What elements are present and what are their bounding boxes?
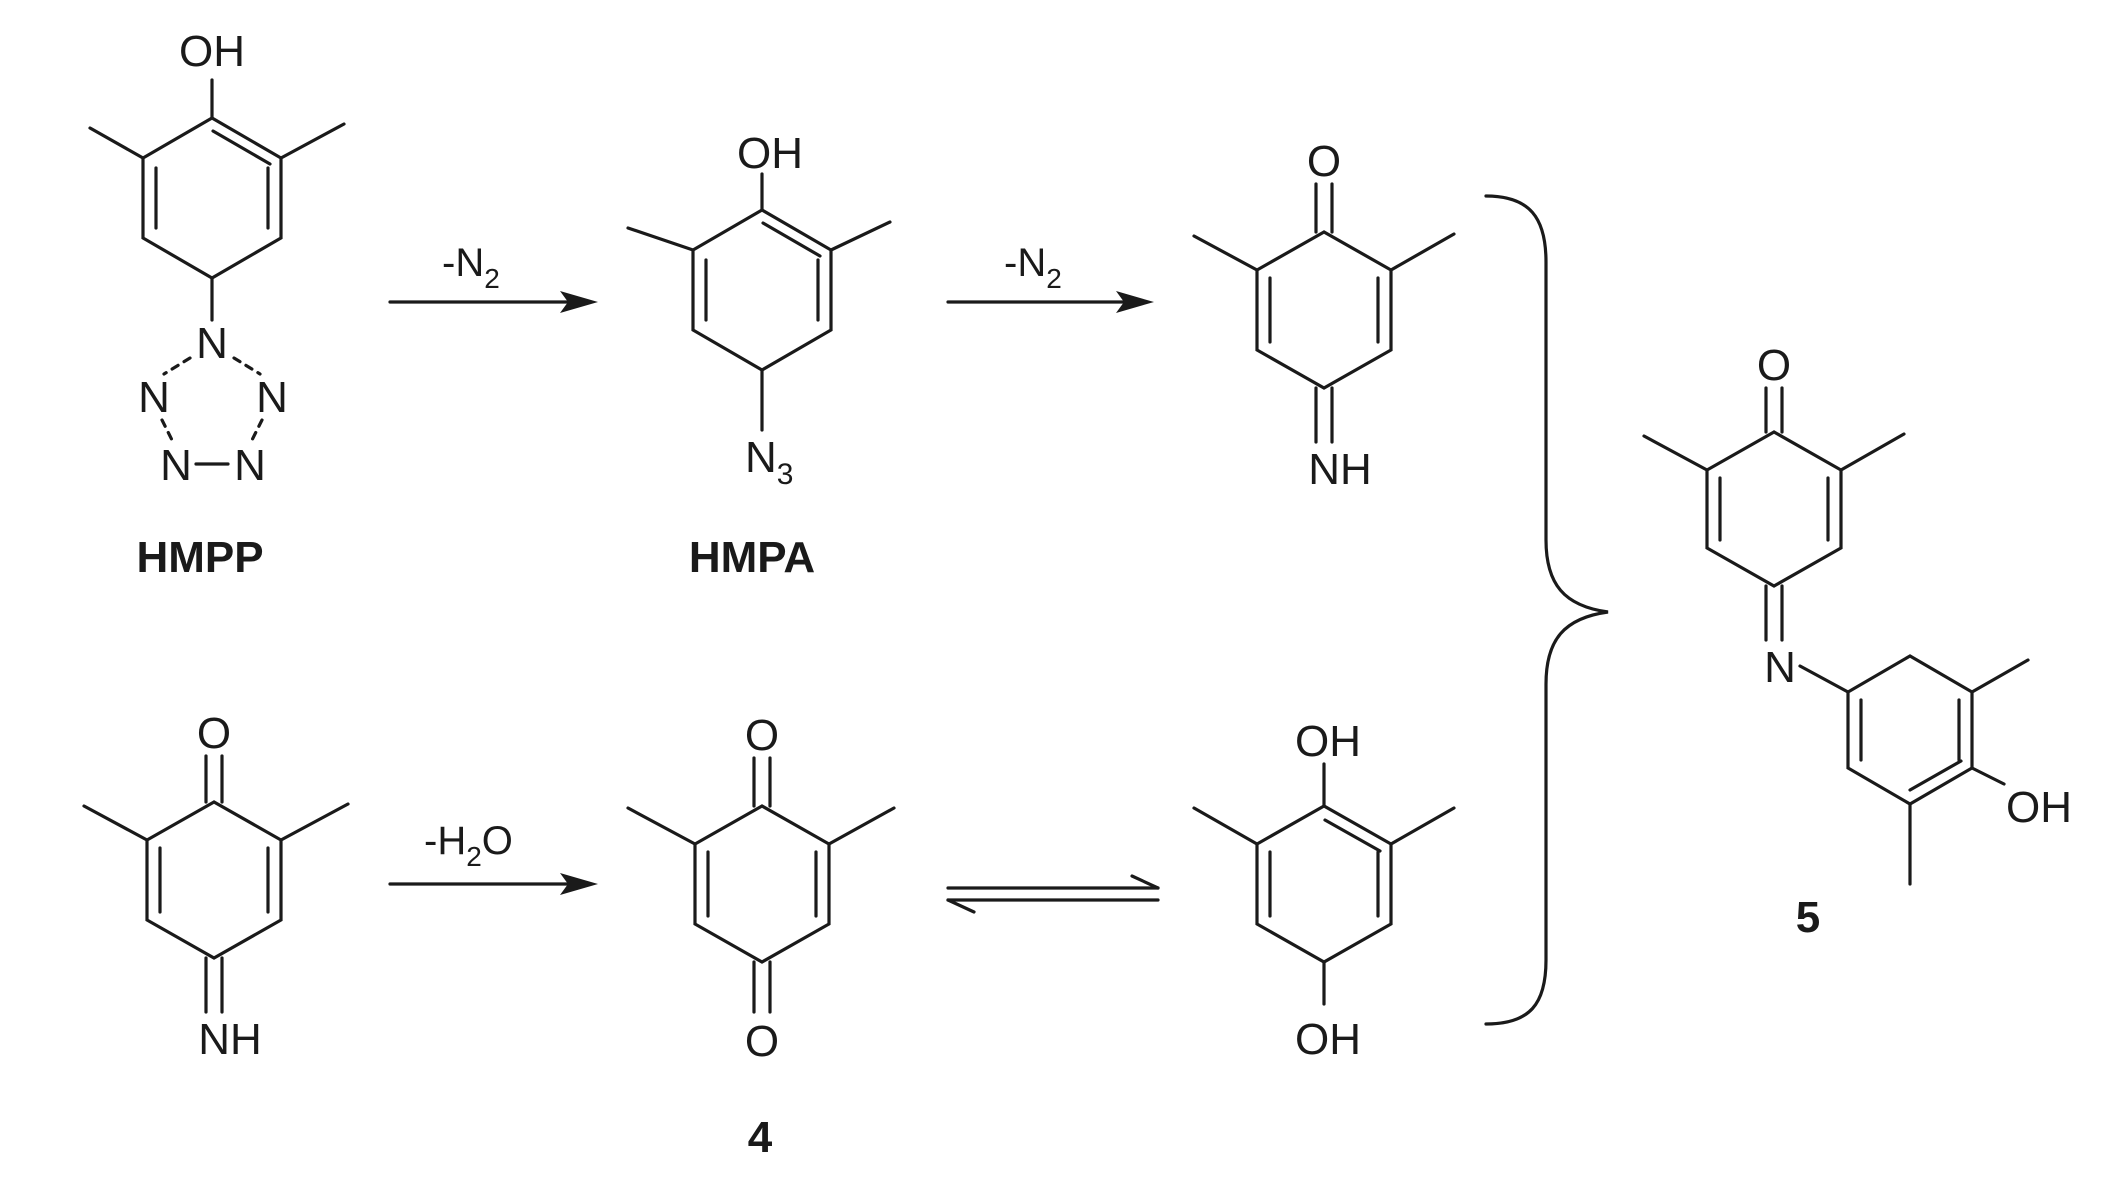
condition-step-2: -N2 bbox=[1004, 241, 1062, 294]
compound-5-label: 5 bbox=[1796, 893, 1820, 942]
imine-bottom-nh: NH bbox=[198, 1015, 262, 1064]
quinone-imine-nh: NH bbox=[1308, 445, 1372, 494]
hmpa-azide: N3 bbox=[745, 433, 793, 491]
curly-brace bbox=[1484, 194, 1609, 1026]
quinone-imine-structure: O NH bbox=[1192, 137, 1456, 494]
compound-4-label: 4 bbox=[748, 1113, 773, 1162]
compound-5-structure: O N OH 5 bbox=[1642, 341, 2072, 942]
hmpa-structure: OH N3 HMPA bbox=[626, 129, 892, 582]
hmpp-oh: OH bbox=[179, 27, 245, 76]
hmpa-label: HMPA bbox=[689, 533, 815, 582]
compound-5-o: O bbox=[1757, 341, 1791, 390]
hydroquinone-oh-top: OH bbox=[1295, 717, 1361, 766]
tetrazole-n1: N bbox=[196, 319, 228, 368]
arrow-step-3: -H2O bbox=[388, 819, 598, 895]
hmpp-structure: OH N N N N N HMPP bbox=[88, 27, 346, 582]
arrow-step-1: -N2 bbox=[388, 241, 598, 313]
imine-bottom-o: O bbox=[197, 709, 231, 758]
hydroquinone-structure: OH OH bbox=[1192, 717, 1456, 1064]
compound-4-o-top: O bbox=[745, 711, 779, 760]
compound-4-structure: O O 4 bbox=[626, 711, 896, 1162]
arrow-step-2: -N2 bbox=[946, 241, 1154, 313]
tetrazole-n2: N bbox=[138, 373, 170, 422]
tetrazole-n3: N bbox=[160, 441, 192, 490]
condition-step-3: -H2O bbox=[424, 819, 513, 872]
compound-4-o-bottom: O bbox=[745, 1017, 779, 1066]
hmpa-oh: OH bbox=[737, 129, 803, 178]
hydroquinone-oh-bottom: OH bbox=[1295, 1015, 1361, 1064]
tetrazole-n5: N bbox=[256, 373, 288, 422]
quinone-imine-o: O bbox=[1307, 137, 1341, 186]
condition-step-1: -N2 bbox=[442, 241, 500, 294]
tetrazole-n4: N bbox=[234, 441, 266, 490]
equilibrium-arrows bbox=[946, 874, 1160, 914]
hmpp-label: HMPP bbox=[136, 533, 263, 582]
imine-bottom-structure: O NH bbox=[82, 709, 350, 1064]
compound-5-oh: OH bbox=[2006, 783, 2072, 832]
compound-5-n: N bbox=[1764, 643, 1796, 692]
